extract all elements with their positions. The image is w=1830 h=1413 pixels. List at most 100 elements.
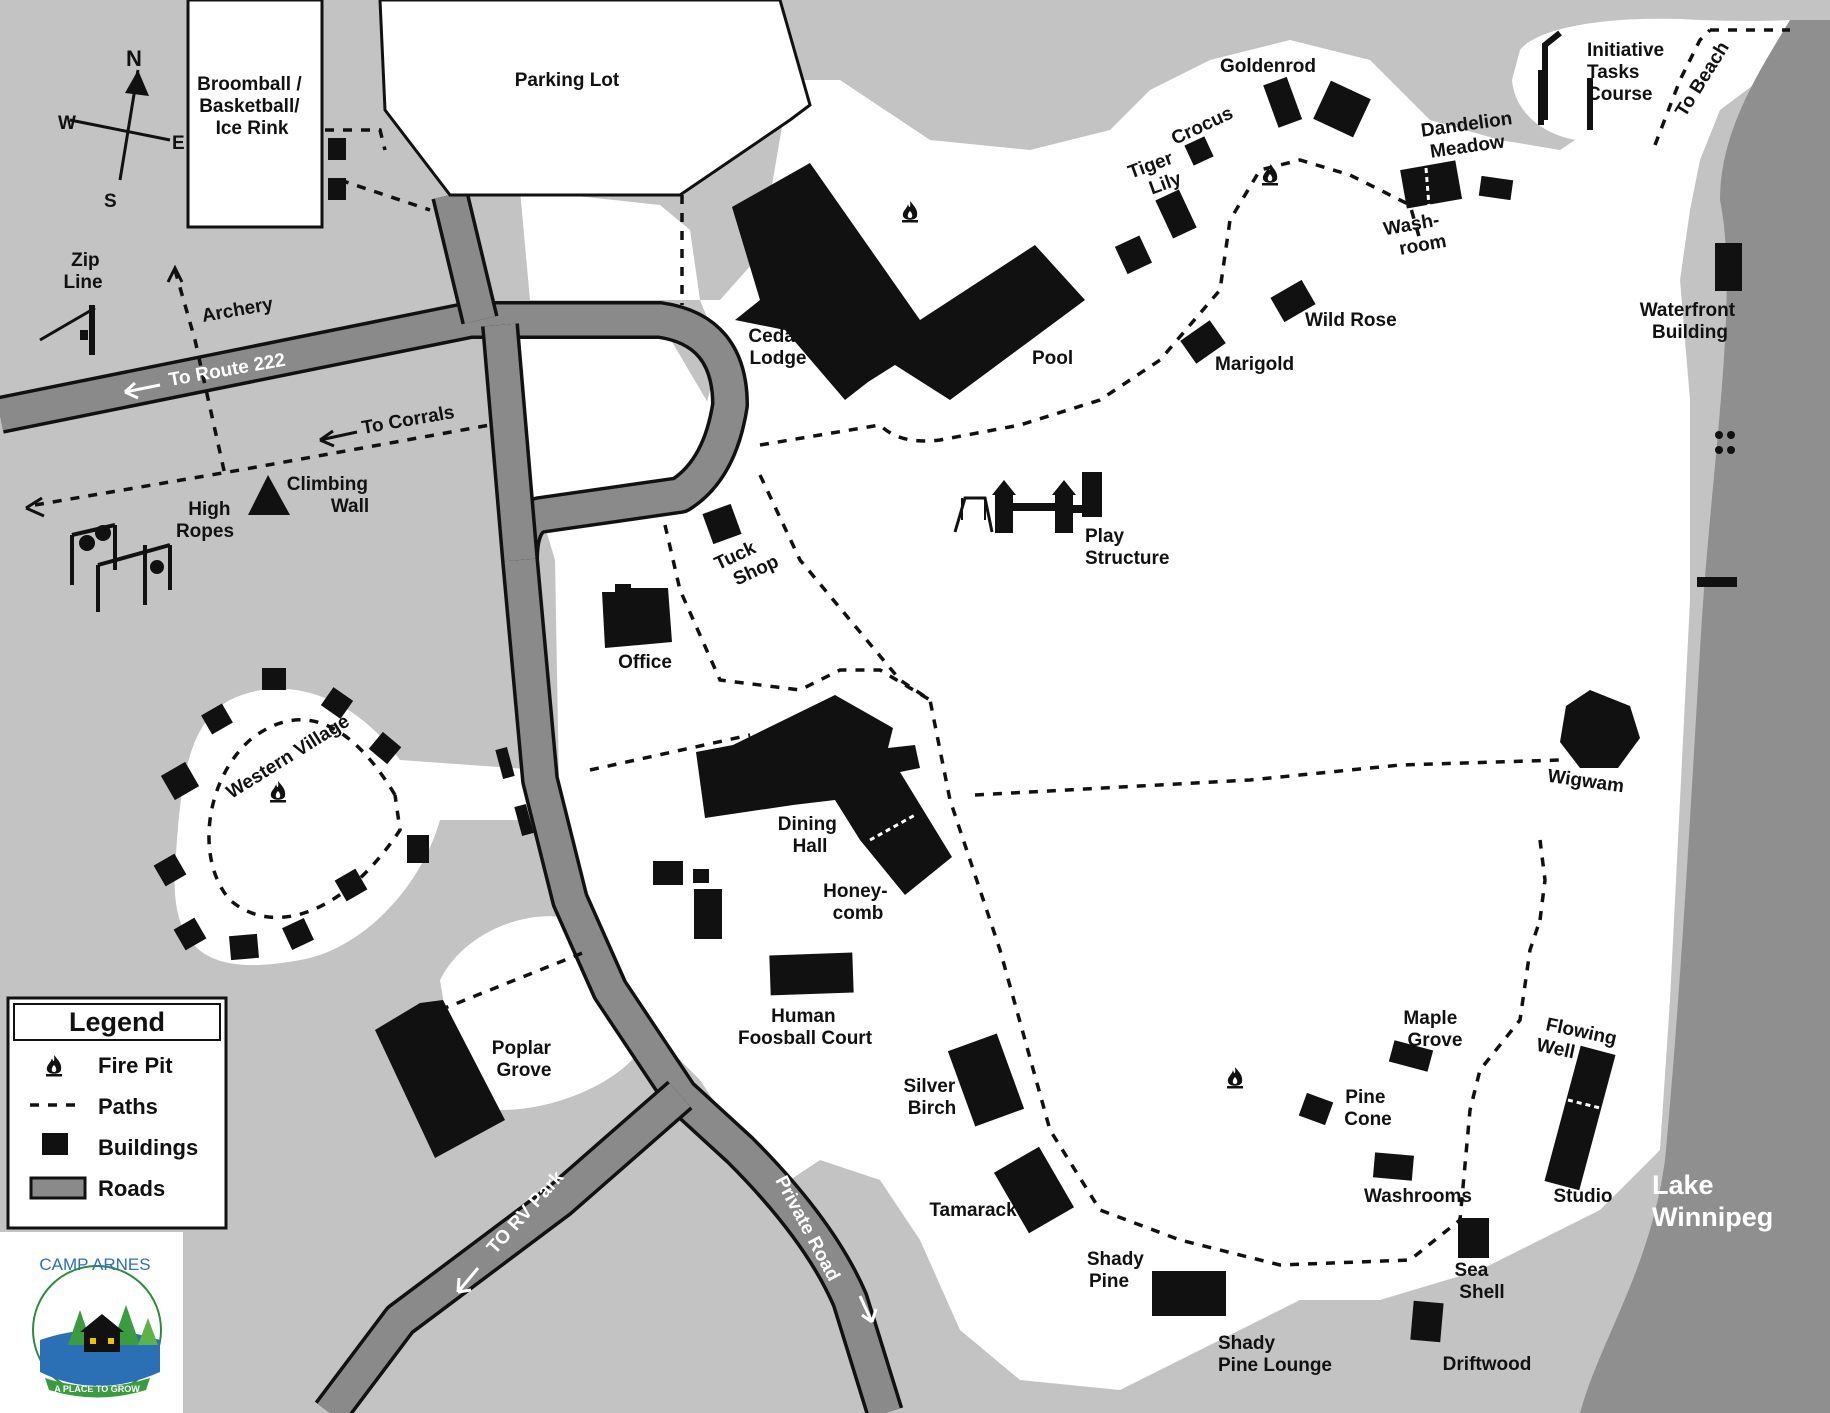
marigold-building [1180,320,1226,364]
label-maple-grove: Maple Grove [1403,1008,1462,1051]
parking-lot [378,0,812,197]
small-building-a [1114,235,1153,275]
label-goldenrod: Goldenrod [1220,56,1316,77]
archery-arrow-icon [166,264,184,283]
western-cabin-9 [282,918,314,950]
dock-post-3 [1715,446,1723,454]
label-studio: Studio [1553,1186,1612,1207]
goldenrod-building-2 [1313,80,1371,138]
legend-buildings-label: Buildings [98,1135,198,1160]
legend-paths-label: Paths [98,1094,158,1119]
shed-building-2 [693,869,709,883]
dandelion-divider [1424,167,1431,207]
human-foosball-court [769,952,854,996]
rink-gate [328,138,346,160]
western-cabin-11 [407,835,429,863]
flowing-well-building [1544,1045,1616,1191]
label-initiative: Initiative Tasks Course [1587,40,1669,105]
western-cabin-4 [201,703,233,735]
label-shady-pine: Shady Pine [1087,1249,1149,1292]
broomball-rink [186,0,324,229]
label-tamarack: Tamarack [929,1200,1017,1221]
poplar-grove-building [375,1000,505,1158]
shady-pine-lounge-building [1152,1271,1226,1316]
label-sea-shell: Sea Shell [1454,1260,1504,1303]
trail-arrows [25,429,358,518]
waterfront-building [1715,243,1742,291]
wigwam-building [1560,690,1640,768]
dining-hall-building [696,695,952,895]
crocus-building [1184,136,1214,166]
label-poplar-grove: Poplar Grove [492,1038,556,1081]
roads [0,190,904,1413]
western-village-clearing [174,688,545,966]
wild-rose-building [1270,279,1316,323]
sea-shell-building [1458,1218,1489,1258]
silver-birch-building [947,1033,1025,1127]
dandelion-meadow-building [1400,160,1463,209]
road-arrows [123,381,878,1324]
cedar-lodge-building [732,163,1085,400]
compass-icon: N S E W [58,46,185,212]
label-shady-pine-lounge: Shady Pine Lounge [1218,1333,1332,1376]
road-island [505,335,718,505]
compass-n: N [126,46,142,71]
zip-line-icon [39,305,96,355]
fence-post [495,746,515,780]
logo-tagline: A PLACE TO GROW [54,1384,140,1394]
western-cabin-5 [160,761,200,801]
label-play-structure: Play Structure [1085,526,1169,569]
compass-e: E [172,133,185,154]
label-dining-hall: Dining Hall [778,814,842,857]
tamarack-building [993,1146,1075,1234]
shed-building-3 [694,889,722,939]
western-cabin [262,668,286,690]
shed-building [653,861,683,885]
goldenrod-building [1263,76,1303,128]
dock-marker [1697,577,1737,587]
label-washrooms: Washrooms [1364,1186,1472,1207]
legend-roads-label: Roads [98,1176,165,1201]
label-cedar-lodge: Cedar Lodge [748,326,807,369]
driftwood-building [1410,1300,1444,1343]
label-office: Office [618,652,672,673]
label-broomball: Broomball / Basketball/ Ice Rink [197,74,307,139]
western-cabin-8 [229,933,259,961]
washroom-building [1478,175,1514,201]
tuck-shop-building [702,503,742,545]
dock-post-2 [1727,431,1735,439]
label-pool: Pool [1032,348,1073,369]
high-ropes-icon [70,523,172,612]
label-high-ropes: High Ropes [176,499,236,542]
paths [34,28,1790,1267]
office-building [602,584,672,648]
label-zip-line: Zip Line [63,250,104,293]
buildings [153,76,1742,1343]
western-cabin-3 [368,731,402,765]
buildings-icon [42,1133,68,1155]
label-lake-winnipeg: Lake Winnipeg [1652,1170,1773,1232]
label-driftwood: Driftwood [1443,1354,1532,1375]
pine-cone-building [1298,1092,1334,1126]
western-cabin-10 [334,868,368,902]
maple-grove-building [1388,1040,1434,1072]
western-cabin-6 [153,853,187,887]
logo-name: CAMP ARNES [39,1255,150,1274]
label-wild-rose: Wild Rose [1305,310,1397,331]
label-parking-lot: Parking Lot [515,70,620,91]
label-waterfront: Waterfront Building [1640,300,1741,343]
compass-w: W [58,113,76,134]
initiative-area [1512,18,1790,142]
camp-arnes-logo: CAMP ARNES A PLACE TO GROW [0,1232,183,1413]
climbing-wall-icon [248,475,290,515]
label-pine-cone: Pine Cone [1344,1087,1392,1130]
play-structure-icon [953,472,1102,533]
label-silver-birch: Silver Birch [903,1076,960,1119]
washrooms-building [1372,1152,1414,1181]
roads-icon [29,1176,87,1200]
label-marigold: Marigold [1215,354,1294,375]
western-cabin-2 [320,687,354,719]
lake-winnipeg [1580,20,1830,1413]
